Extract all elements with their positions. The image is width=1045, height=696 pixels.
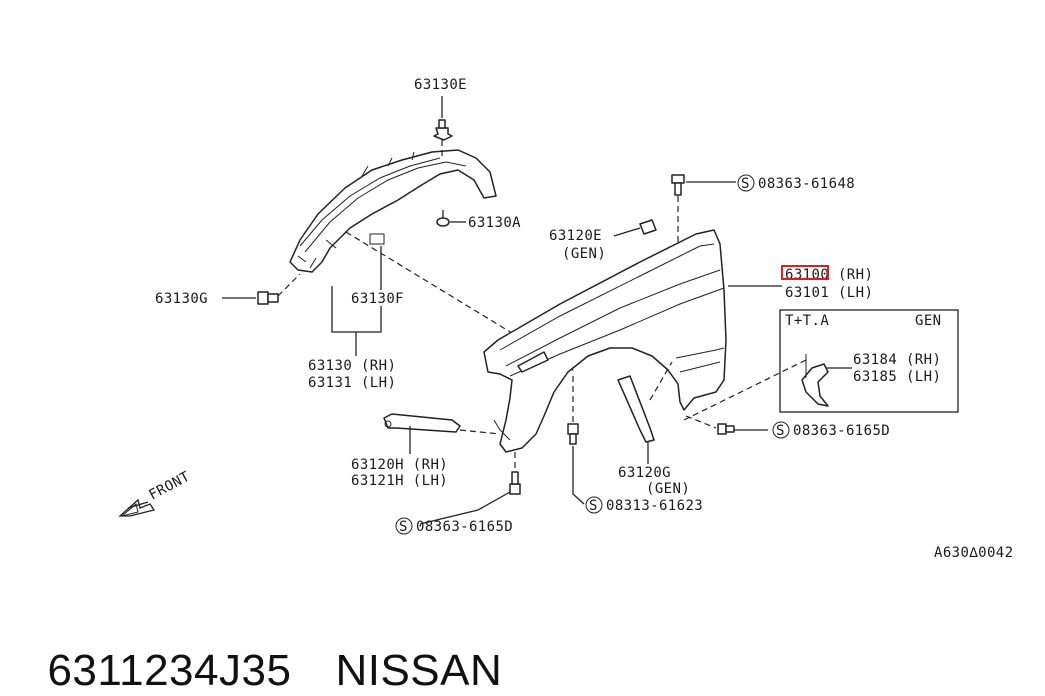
variant-box-tta-gen: [779, 309, 959, 413]
label-63100[interactable]: 63100 (RH): [785, 267, 873, 283]
bolt-08363-6165D-right-icon[interactable]: [717, 423, 735, 435]
s-circle-icon: S: [737, 174, 755, 192]
label-gen-box: GEN: [915, 313, 942, 329]
label-63130[interactable]: 63130 (RH): [308, 358, 396, 374]
label-63130F[interactable]: 63130F: [351, 291, 404, 307]
label-63185[interactable]: 63185 (LH): [853, 369, 941, 385]
front-fender-part[interactable]: [483, 229, 727, 453]
label-08363-61648[interactable]: 08363-61648: [758, 176, 855, 192]
label-63120H[interactable]: 63120H (RH): [351, 457, 448, 473]
brace-63120G-part[interactable]: [617, 375, 655, 443]
label-08313-61623[interactable]: 08313-61623: [606, 498, 703, 514]
front-arrow-icon: [118, 498, 156, 517]
highlight-63100-box: [781, 265, 829, 280]
caption-part-number: 6311234J35: [47, 646, 292, 695]
s-circle-icon: S: [395, 517, 413, 535]
label-63130E[interactable]: 63130E: [414, 77, 467, 93]
s-circle-icon: S: [772, 421, 790, 439]
s-circle-icon: S: [585, 496, 603, 514]
caption-brand: NISSAN: [335, 646, 503, 695]
label-63184[interactable]: 63184 (RH): [853, 352, 941, 368]
label-63121H[interactable]: 63121H (LH): [351, 473, 448, 489]
drawing-code: A630∆0042: [934, 545, 1013, 561]
clip-63130E-icon[interactable]: [433, 119, 453, 141]
label-gen-63120G: (GEN): [646, 481, 690, 497]
svg-text:S: S: [589, 498, 598, 514]
label-gen-63120E: (GEN): [562, 246, 606, 262]
bolt-08363-6165D-bottom-icon[interactable]: [509, 471, 521, 495]
svg-text:S: S: [741, 176, 750, 192]
label-08363-6165D-right[interactable]: 08363-6165D: [793, 423, 890, 439]
label-tta: T+T.A: [785, 313, 829, 329]
bolt-08313-61623-icon[interactable]: [567, 423, 579, 445]
caption: 6311234J35 NISSAN: [22, 596, 502, 696]
svg-text:S: S: [776, 423, 785, 439]
svg-text:S: S: [399, 519, 408, 535]
wheel-housing-part[interactable]: [289, 149, 497, 273]
exploded-view-svg: S S S S 63130E 08363-61648 63130A 63120E…: [118, 77, 1013, 561]
clip-63130A-icon[interactable]: [436, 210, 450, 227]
label-08363-6165D-bottom[interactable]: 08363-6165D: [416, 519, 513, 535]
brace-63120H-part[interactable]: [383, 413, 461, 433]
label-63131[interactable]: 63131 (LH): [308, 375, 396, 391]
bolt-08363-61648-icon[interactable]: [671, 174, 685, 196]
screw-63130G-icon[interactable]: [257, 291, 279, 305]
label-63120G[interactable]: 63120G: [618, 465, 671, 481]
label-63130A[interactable]: 63130A: [468, 215, 521, 231]
clip-63120E-icon[interactable]: [639, 219, 657, 235]
label-front: FRONT: [146, 469, 193, 504]
label-63130G[interactable]: 63130G: [155, 291, 208, 307]
label-63120E[interactable]: 63120E: [549, 228, 602, 244]
label-63101[interactable]: 63101 (LH): [785, 285, 873, 301]
